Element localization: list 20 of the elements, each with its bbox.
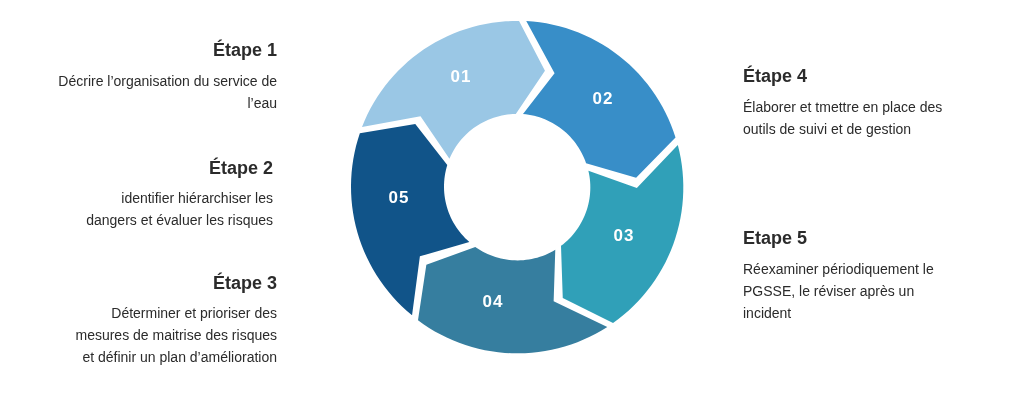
- step-description: Élaborer et tmettre en place des outils de suivi et de gestion: [743, 98, 944, 139]
- step-description: identifier hiérarchiser les dangers et évaluer les risques: [85, 189, 273, 230]
- arrow-segment: [523, 21, 676, 178]
- step-number: 04: [482, 292, 504, 312]
- arrow-segment: [560, 144, 683, 323]
- step-number: 01: [450, 67, 472, 87]
- step-number: 03: [613, 226, 635, 246]
- step-heading: Étape 2: [207, 158, 273, 179]
- step-heading: Étape 1: [211, 40, 277, 61]
- arrow-segment: [362, 21, 546, 159]
- arrow-segment: [351, 124, 470, 316]
- arrow-segment: [417, 246, 607, 353]
- step-number: 05: [388, 188, 410, 208]
- step-number: 02: [592, 89, 614, 109]
- step-description: Réexaminer périodiquement le PGSSE, le réviser après un incident: [743, 260, 935, 323]
- step-description: Décrire l’organisation du service de l’eau: [57, 72, 277, 113]
- step-heading: Etape 5: [743, 228, 809, 249]
- step-description: Déterminer et prioriser des mesures de maitrise des risques et définir un plan d’amélioration: [74, 304, 277, 367]
- step-heading: Étape 4: [743, 66, 809, 87]
- step-heading: Étape 3: [211, 273, 277, 294]
